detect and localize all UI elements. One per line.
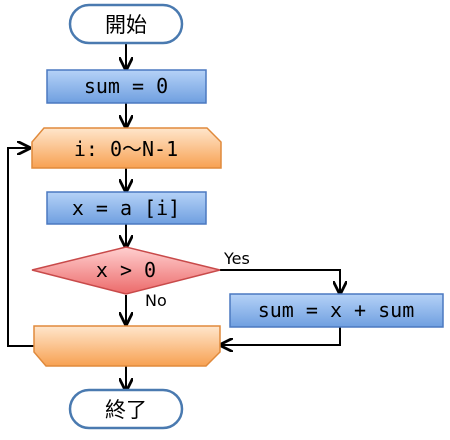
accumulate-process: sum = x + sum <box>229 293 444 328</box>
init-sum-process: sum = 0 <box>46 69 207 104</box>
start-terminal: 開始 <box>68 3 184 45</box>
init-sum-label: sum = 0 <box>84 74 168 98</box>
loop-end <box>33 325 221 367</box>
arrow-accumulate-to-loopend <box>222 327 341 345</box>
accumulate-label: sum = x + sum <box>258 298 415 322</box>
connectors <box>7 43 341 389</box>
assign-x-label: x = a [i] <box>72 196 180 220</box>
loop-header-label: i: 0〜N-1 <box>74 137 178 161</box>
yes-label: Yes <box>223 249 250 268</box>
end-terminal: 終了 <box>68 388 184 430</box>
start-label: 開始 <box>105 13 147 37</box>
assign-x-process: x = a [i] <box>46 191 207 225</box>
arrow-decision-yes <box>220 269 340 292</box>
arrow-loop-back <box>7 148 34 347</box>
decision: x > 0 <box>31 246 221 295</box>
end-label: 終了 <box>105 398 147 422</box>
loop-start: i: 0〜N-1 <box>31 127 222 169</box>
no-label: No <box>145 291 167 310</box>
decision-label: x > 0 <box>96 258 156 282</box>
